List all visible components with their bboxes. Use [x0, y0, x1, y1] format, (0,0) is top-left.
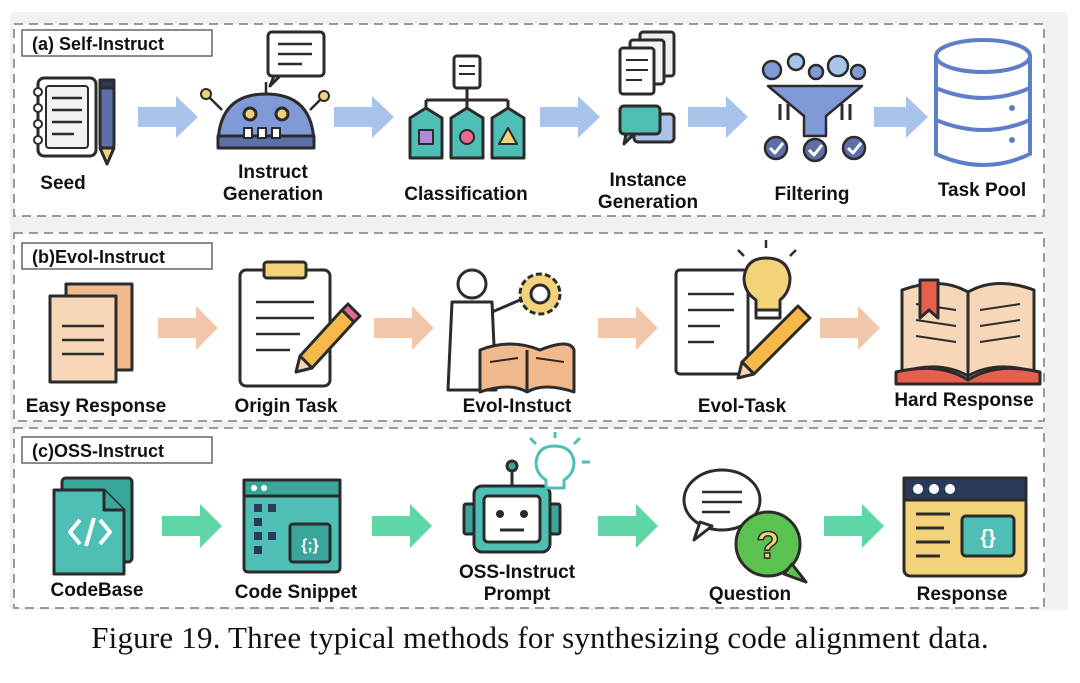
- code-window-icon: {;}: [242, 478, 342, 574]
- speech-question-icon: ?: [682, 468, 808, 584]
- step-label: Prompt: [484, 584, 551, 605]
- flow-arrow: [824, 504, 884, 548]
- figure-caption: Figure 19. Three typical methods for syn…: [91, 620, 989, 655]
- code-browser-icon: {}: [902, 476, 1028, 578]
- step-label: CodeBase: [51, 580, 144, 601]
- flow-arrow: [158, 306, 218, 350]
- svg-text:{;}: {;}: [301, 537, 319, 554]
- flow-arrow: [374, 306, 434, 350]
- flow-arrow: [820, 306, 880, 350]
- robot-speech-icon: [200, 30, 330, 150]
- step-label: Generation: [223, 184, 323, 205]
- diagram-canvas: (a) Self-Instruct (b)Evol-Instruct (c)OS…: [13, 23, 1045, 609]
- step-label: OSS-Instruct: [459, 562, 576, 583]
- flow-arrow: [138, 96, 198, 138]
- flow-arrow: [540, 96, 600, 138]
- person-gear-book-icon: [446, 268, 576, 394]
- step-label: Origin Task: [234, 396, 338, 417]
- step-label: Evol-Instuct: [463, 396, 572, 417]
- step-label: Hard Response: [894, 390, 1033, 411]
- database-icon: [934, 38, 1032, 167]
- flow-arrow: [688, 96, 748, 138]
- open-book-icon: [894, 278, 1042, 386]
- svg-text:{}: {}: [980, 527, 996, 549]
- flow-arrow: [598, 306, 658, 350]
- flow-arrow: [598, 504, 658, 548]
- section-title-tag: (b)Evol-Instruct: [21, 242, 213, 270]
- step-label: Seed: [40, 173, 85, 194]
- step-label: Question: [709, 584, 791, 605]
- section-title: (b)Evol-Instruct: [32, 247, 165, 267]
- code-files-icon: [52, 476, 134, 576]
- step-label: Code Snippet: [235, 582, 358, 603]
- svg-text:?: ?: [756, 525, 779, 567]
- step-label: Easy Response: [26, 396, 166, 417]
- step-label: Classification: [404, 184, 528, 205]
- flow-arrow: [162, 504, 222, 548]
- stacked-papers-icon: [48, 282, 134, 384]
- step-label: Evol-Task: [698, 396, 787, 417]
- flow-arrow: [372, 504, 432, 548]
- section-title-tag: (c)OSS-Instruct: [21, 436, 213, 464]
- section-title: (a) Self-Instruct: [32, 34, 164, 54]
- flow-arrow: [334, 96, 394, 138]
- funnel-check-icon: [761, 52, 867, 163]
- step-label: Instance: [609, 170, 686, 191]
- clipboard-pencil-icon: [238, 260, 362, 388]
- step-label: Instruct: [238, 162, 308, 183]
- hierarchy-tree-icon: [408, 54, 526, 160]
- step-label: Task Pool: [938, 180, 1026, 201]
- documents-chat-icon: [618, 30, 676, 146]
- robot-bulb-icon: [462, 432, 590, 554]
- step-label: Generation: [598, 192, 698, 213]
- step-label: Response: [917, 584, 1008, 605]
- section-title-tag: (a) Self-Instruct: [21, 29, 213, 57]
- document-bulb-pencil-icon: [674, 240, 812, 380]
- notebook-pen-icon: [33, 76, 116, 166]
- flow-arrow: [874, 96, 928, 138]
- step-label: Filtering: [775, 184, 850, 205]
- section-title: (c)OSS-Instruct: [32, 441, 164, 461]
